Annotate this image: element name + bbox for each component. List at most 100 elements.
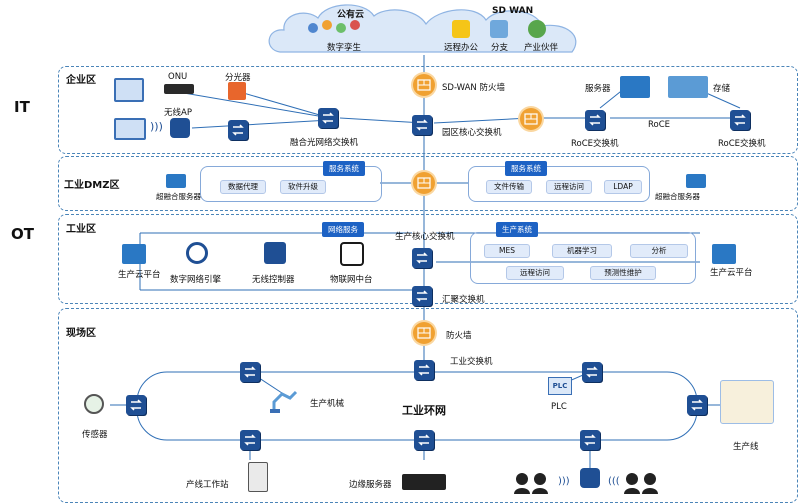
branch-icon: [490, 20, 508, 38]
fusion-switch-label: 融合光网络交换机: [290, 138, 359, 148]
iot-platform-label: 物联网中台: [330, 275, 373, 285]
production-line-icon: [720, 380, 774, 424]
dmz-item-remote-access: 远程访问: [546, 180, 592, 194]
wireless-ap-icon: [170, 118, 190, 138]
onu-icon: [164, 84, 194, 94]
roce-switch-1-label: RoCE交换机: [571, 139, 619, 149]
field-ap-icon: [580, 468, 600, 488]
prod-item-analytics: 分析: [630, 244, 688, 258]
prod-core-switch-label: 生产核心交换机: [395, 232, 455, 242]
industrial-switch-top-icon: [414, 360, 434, 380]
remote-office-icon: [452, 20, 470, 38]
splitter-icon: [228, 82, 246, 100]
production-line-label: 生产线: [733, 442, 759, 452]
prod-item-predictive: 预测性维护: [590, 266, 656, 280]
worker-right-icon: [622, 470, 662, 494]
roce-switch-1-icon: [585, 110, 605, 130]
campus-core-switch-icon: [412, 115, 432, 135]
dmz-zone: [58, 156, 798, 211]
wireless-controller-icon: [264, 242, 286, 264]
server-label: 服务器: [585, 84, 611, 94]
dmz-right-service-box: [468, 166, 650, 202]
right-prod-cloud-icon: [712, 244, 736, 264]
dmz-item-data-proxy: 数据代理: [220, 180, 266, 194]
wireless-ap-label: 无线AP: [164, 108, 192, 118]
sdwan-item-remote: 远程办公: [444, 43, 479, 53]
aggregation-switch-icon: [412, 286, 432, 306]
wifi-left-icon: ))): [558, 476, 570, 487]
dmz-item-ldap: LDAP: [604, 180, 642, 194]
dmz-left-service-box: [200, 166, 382, 202]
engine-icon: [186, 242, 208, 264]
iot-platform-icon: [340, 242, 364, 266]
wireless-controller-label: 无线控制器: [252, 275, 295, 285]
dmz-right-server-icon: [686, 174, 706, 188]
workstation-icon: [248, 462, 268, 492]
dmz-zone-title: 工业DMZ区: [64, 180, 120, 191]
edge-server-label: 边缘服务器: [349, 480, 392, 490]
server-rack-icon: [620, 76, 650, 98]
sdwan-title: SD WAN: [492, 6, 534, 16]
it-label: IT: [14, 98, 30, 116]
ring-switch-top-right-icon: [582, 362, 602, 382]
ring-switch-left-icon: [126, 395, 146, 415]
prod-item-ml: 机器学习: [552, 244, 612, 258]
roce-firewall-icon: [520, 108, 542, 130]
left-prod-cloud-icon: [122, 244, 146, 264]
sdwan-firewall-icon: [413, 74, 435, 96]
edge-server-icon: [402, 474, 446, 490]
dmz-item-software-upgrade: 软件升级: [280, 180, 326, 194]
enterprise-zone-title: 企业区: [66, 75, 96, 86]
robot-arm-icon: [268, 384, 302, 414]
field-zone-title: 现场区: [66, 328, 96, 339]
roce-switch-2-label: RoCE交换机: [718, 139, 766, 149]
prod-item-mes: MES: [484, 244, 530, 258]
roce-label: RoCE: [648, 120, 671, 130]
wifi-icon: ))): [150, 120, 163, 133]
digital-twin-label: 数字孪生: [327, 43, 362, 53]
dmz-left-server-label: 超融合服务器: [156, 192, 201, 201]
onu-label: ONU: [168, 72, 188, 82]
wifi-right-icon: (((: [608, 476, 620, 487]
sdwan-item-partner: 产业伙伴: [524, 43, 559, 53]
dmz-item-file-transfer: 文件传输: [486, 180, 532, 194]
partner-icon: [528, 20, 546, 38]
enterprise-zone: [58, 66, 798, 154]
dmz-firewall-icon: [413, 172, 435, 194]
public-cloud-title: 公有云: [337, 10, 365, 20]
field-firewall-icon: [413, 322, 435, 344]
fusion-switch-icon: [318, 108, 338, 128]
worker-left-icon: [512, 470, 552, 494]
laptop-icon: [114, 118, 146, 140]
industrial-zone-title: 工业区: [66, 224, 96, 235]
left-prod-cloud-label: 生产云平台: [118, 270, 161, 280]
network-service-tag: 网络服务: [322, 222, 364, 237]
dmz-left-server-icon: [166, 174, 186, 188]
robot-arm-label: 生产机械: [310, 399, 345, 409]
aggregation-switch-label: 汇聚交换机: [442, 295, 485, 305]
ring-switch-bottom-center-icon: [414, 430, 434, 450]
storage-rack-icon: [668, 76, 708, 98]
dmz-left-service-tag: 服务系统: [323, 161, 365, 176]
digital-twin-icon: [305, 18, 369, 38]
ot-label: OT: [11, 225, 34, 243]
prod-item-remote-access: 远程访问: [506, 266, 564, 280]
ring-switch-bottom-right-icon: [580, 430, 600, 450]
plc-chip-icon: PLC: [548, 377, 572, 395]
dmz-right-server-label: 超融合服务器: [655, 192, 700, 201]
desktop-icon: [114, 78, 144, 102]
engine-label: 数字网络引擎: [170, 275, 222, 285]
prod-core-switch-icon: [412, 248, 432, 268]
industrial-ring-label: 工业环网: [402, 404, 446, 417]
ring-switch-right-icon: [687, 395, 707, 415]
industrial-switch-label: 工业交换机: [450, 357, 493, 367]
sensor-label: 传感器: [82, 430, 108, 440]
plc-label: PLC: [551, 402, 567, 412]
dmz-right-service-tag: 服务系统: [505, 161, 547, 176]
access-switch-icon: [228, 120, 248, 140]
storage-label: 存储: [713, 84, 731, 94]
right-prod-cloud-label: 生产云平台: [710, 268, 753, 278]
field-zone: [58, 308, 798, 503]
sdwan-item-branch: 分支: [491, 43, 509, 53]
field-firewall-label: 防火墙: [446, 331, 472, 341]
